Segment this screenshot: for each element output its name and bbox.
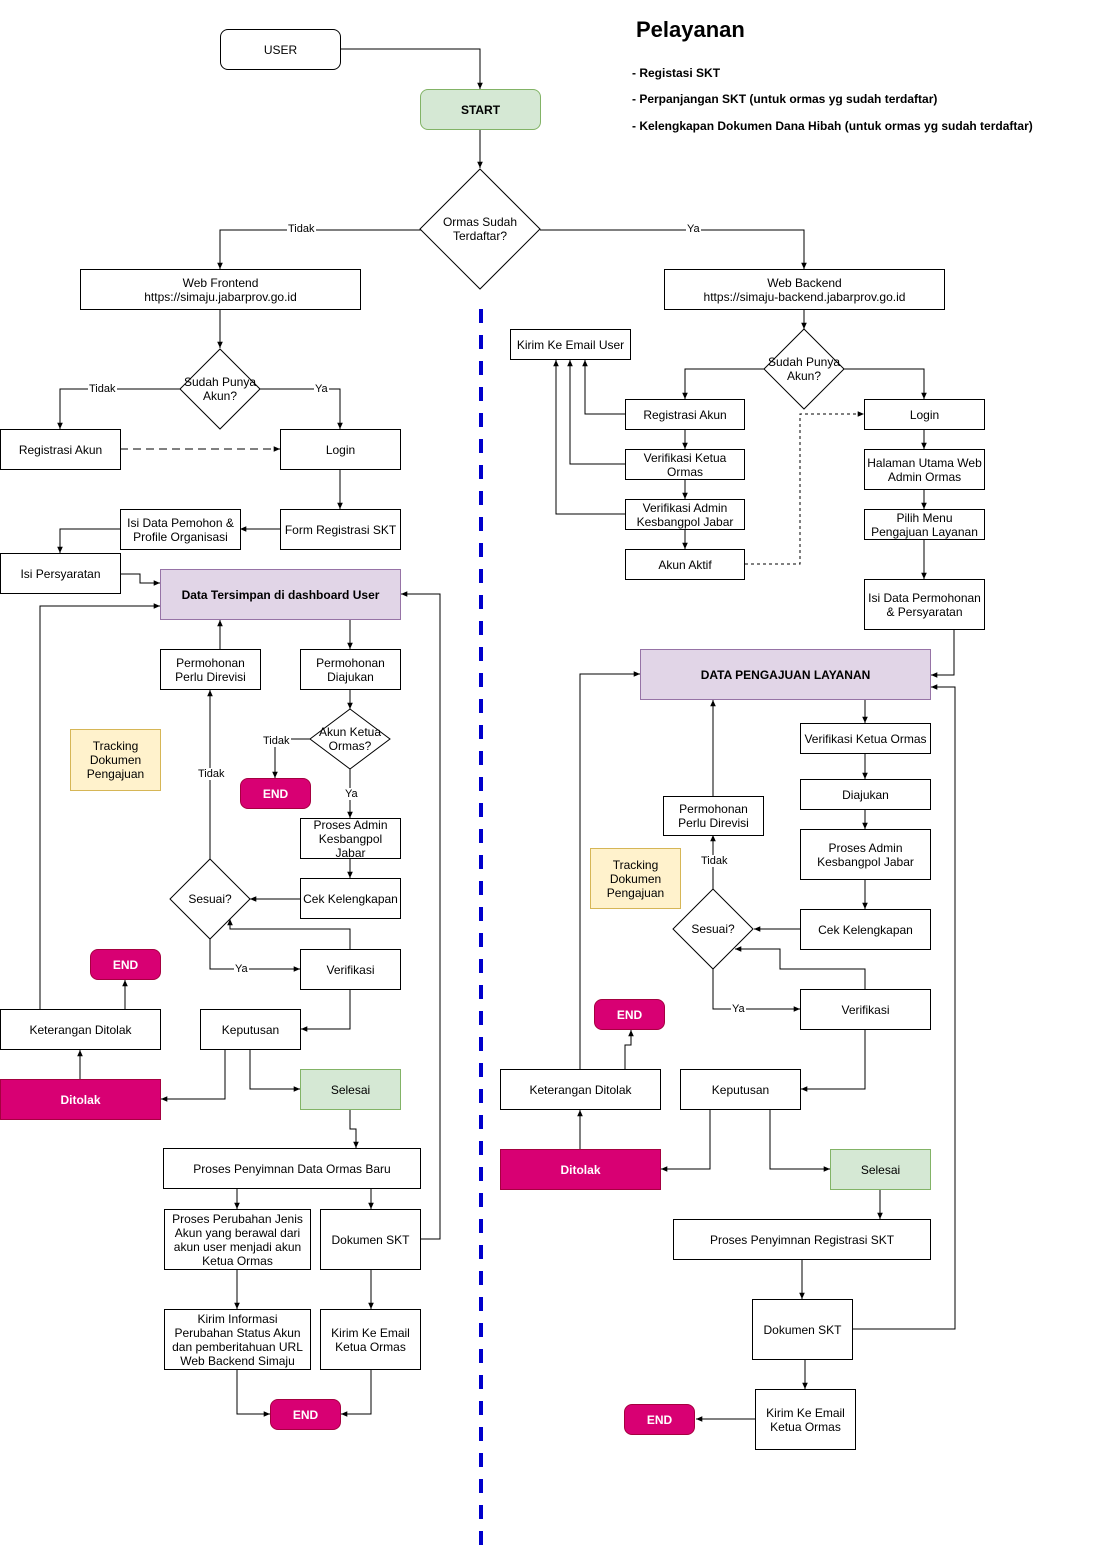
left-end3-node[interactable]: END: [270, 1399, 341, 1430]
left-tracking-node[interactable]: Tracking Dokumen Pengajuan: [70, 729, 161, 791]
saved-data-node[interactable]: Data Tersimpan di dashboard User: [160, 569, 401, 620]
right-check-node[interactable]: Cek Kelengkapan: [800, 909, 931, 950]
decision-diamond-registered: [419, 168, 541, 290]
right-admin-process-node[interactable]: Proses Admin Kesbangpol Jabar: [800, 829, 931, 880]
submitted-node[interactable]: Permohonan Diajukan: [300, 649, 401, 690]
send-info-node[interactable]: Kirim Informasi Perubahan Status Akun da…: [164, 1309, 311, 1370]
left-done-node[interactable]: Selesai: [300, 1069, 401, 1110]
decision-right-ok-label: Sesuai?: [691, 922, 735, 936]
send-email-user-node[interactable]: Kirim Ke Email User: [510, 329, 631, 360]
decision-left-ok-label: Sesuai?: [188, 892, 232, 906]
user-node[interactable]: USER: [220, 29, 341, 70]
requirements-node[interactable]: Isi Persyaratan: [0, 553, 121, 594]
left-revision-node[interactable]: Permohonan Perlu Direvisi: [160, 649, 261, 690]
decision-diamond-left-ok: [169, 858, 251, 940]
service-item: - Kelengkapan Dokumen Dana Hibah (untuk …: [632, 119, 1033, 133]
decision-left-account-label: Sudah Punya Akun?: [183, 375, 257, 403]
edge-label-yes: Ya: [731, 1003, 746, 1015]
right-register-node[interactable]: Registrasi Akun: [625, 399, 745, 430]
right-submitted-node[interactable]: Diajukan: [800, 779, 931, 810]
change-account-node[interactable]: Proses Perubahan Jenis Akun yang berawal…: [164, 1209, 311, 1270]
decision-diamond-right-account: [763, 328, 845, 410]
service-item: - Registasi SKT: [632, 66, 721, 80]
web-backend-node[interactable]: Web Backend https://simaju-backend.jabar…: [664, 269, 945, 310]
account-active-node[interactable]: Akun Aktif: [625, 549, 745, 580]
right-end1-node[interactable]: END: [594, 999, 665, 1030]
left-reject-note-node[interactable]: Keterangan Ditolak: [0, 1009, 161, 1050]
right-send-email-node[interactable]: Kirim Ke Email Ketua Ormas: [755, 1389, 856, 1450]
service-item: - Perpanjangan SKT (untuk ormas yg sudah…: [632, 92, 938, 106]
decision-registered-label: Ormas Sudah Terdaftar?: [442, 215, 518, 243]
left-admin-process-node[interactable]: Proses Admin Kesbangpol Jabar: [300, 818, 401, 860]
decision-right-account-label: Sudah Punya Akun?: [767, 355, 841, 383]
left-end2-node[interactable]: END: [90, 949, 161, 980]
left-login-node[interactable]: Login: [280, 429, 401, 470]
left-rejected-node[interactable]: Ditolak: [0, 1079, 161, 1120]
edge-label-yes: Ya: [344, 788, 359, 800]
left-doc-skt-node[interactable]: Dokumen SKT: [320, 1209, 421, 1270]
left-register-node[interactable]: Registrasi Akun: [0, 429, 121, 470]
edge-label-no: Tidak: [88, 383, 117, 395]
fill-data-node[interactable]: Isi Data Pemohon & Profile Organisasi: [120, 509, 241, 550]
right-revision-node[interactable]: Permohonan Perlu Direvisi: [663, 796, 764, 836]
edge-label-yes: Ya: [314, 383, 329, 395]
start-node[interactable]: START: [420, 89, 541, 130]
right-done-node[interactable]: Selesai: [830, 1149, 931, 1190]
left-decision-node[interactable]: Keputusan: [200, 1009, 301, 1050]
edge-label-no: Tidak: [700, 855, 729, 867]
edge-label-no: Tidak: [262, 735, 291, 747]
web-frontend-node[interactable]: Web Frontend https://simaju.jabarprov.go…: [80, 269, 361, 310]
decision-diamond-right-ok: [672, 888, 754, 970]
right-decision-node[interactable]: Keputusan: [680, 1069, 801, 1110]
edge-label-no: Tidak: [197, 768, 226, 780]
edge-label-yes: Ya: [234, 963, 249, 975]
verify-chair2-node[interactable]: Verifikasi Ketua Ormas: [800, 723, 931, 754]
right-tracking-node[interactable]: Tracking Dokumen Pengajuan: [590, 848, 681, 909]
save-skt-node[interactable]: Proses Penyimnan Registrasi SKT: [673, 1219, 931, 1260]
verify-chair-node[interactable]: Verifikasi Ketua Ormas: [625, 449, 745, 480]
left-verify-node[interactable]: Verifikasi: [300, 949, 401, 990]
service-data-node[interactable]: DATA PENGAJUAN LAYANAN: [640, 649, 931, 700]
right-rejected-node[interactable]: Ditolak: [500, 1149, 661, 1190]
right-end2-node[interactable]: END: [624, 1404, 695, 1435]
home-node[interactable]: Halaman Utama Web Admin Ormas: [864, 449, 985, 490]
right-doc-skt-node[interactable]: Dokumen SKT: [752, 1299, 853, 1360]
left-send-email-node[interactable]: Kirim Ke Email Ketua Ormas: [320, 1309, 421, 1370]
save-new-node[interactable]: Proses Penyimnan Data Ormas Baru: [163, 1148, 421, 1189]
right-reject-note-node[interactable]: Keterangan Ditolak: [500, 1069, 661, 1110]
verify-admin-node[interactable]: Verifikasi Admin Kesbangpol Jabar: [625, 499, 745, 530]
right-verify-node[interactable]: Verifikasi: [800, 989, 931, 1030]
left-check-node[interactable]: Cek Kelengkapan: [300, 878, 401, 919]
right-login-node[interactable]: Login: [864, 399, 985, 430]
page-title: Pelayanan: [636, 17, 745, 42]
form-skt-node[interactable]: Form Registrasi SKT: [280, 509, 401, 550]
decision-diamond-left-account: [179, 348, 261, 430]
menu-node[interactable]: Pilih Menu Pengajuan Layanan: [864, 509, 985, 540]
decision-diamond-chair: [309, 708, 391, 770]
edge-label-no: Tidak: [287, 223, 316, 235]
decision-chair-label: Akun Ketua Ormas?: [318, 725, 382, 753]
edge-label-yes: Ya: [686, 223, 701, 235]
right-fill-data-node[interactable]: Isi Data Permohonan & Persyaratan: [864, 579, 985, 630]
left-end1-node[interactable]: END: [240, 778, 311, 809]
